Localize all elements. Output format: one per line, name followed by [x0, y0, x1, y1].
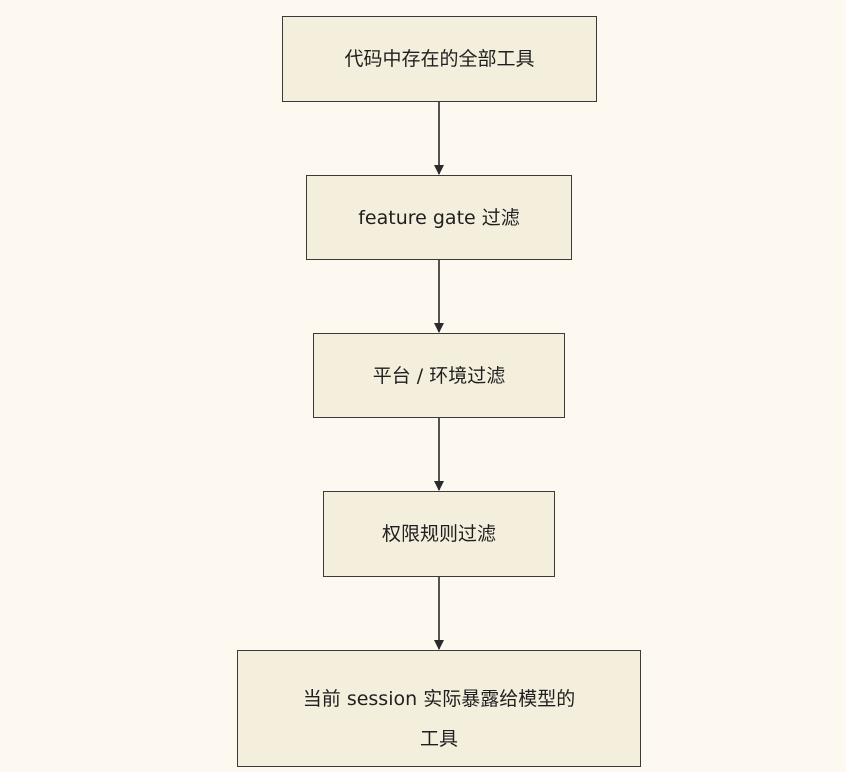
node-label: feature gate 过滤: [358, 206, 520, 229]
node-session-exposed-tools: 当前 session 实际暴露给模型的工具: [237, 650, 641, 767]
node-label: 平台 / 环境过滤: [372, 364, 506, 387]
node-feature-gate-filter: feature gate 过滤: [306, 175, 572, 260]
node-label: 代码中存在的全部工具: [344, 48, 535, 70]
node-platform-env-filter: 平台 / 环境过滤: [313, 333, 565, 418]
node-label: 当前 session 实际暴露给模型的工具: [302, 688, 576, 750]
node-all-tools-in-code: 代码中存在的全部工具: [282, 16, 597, 102]
node-label: 权限规则过滤: [381, 523, 496, 545]
node-permission-rule-filter: 权限规则过滤: [323, 491, 555, 577]
